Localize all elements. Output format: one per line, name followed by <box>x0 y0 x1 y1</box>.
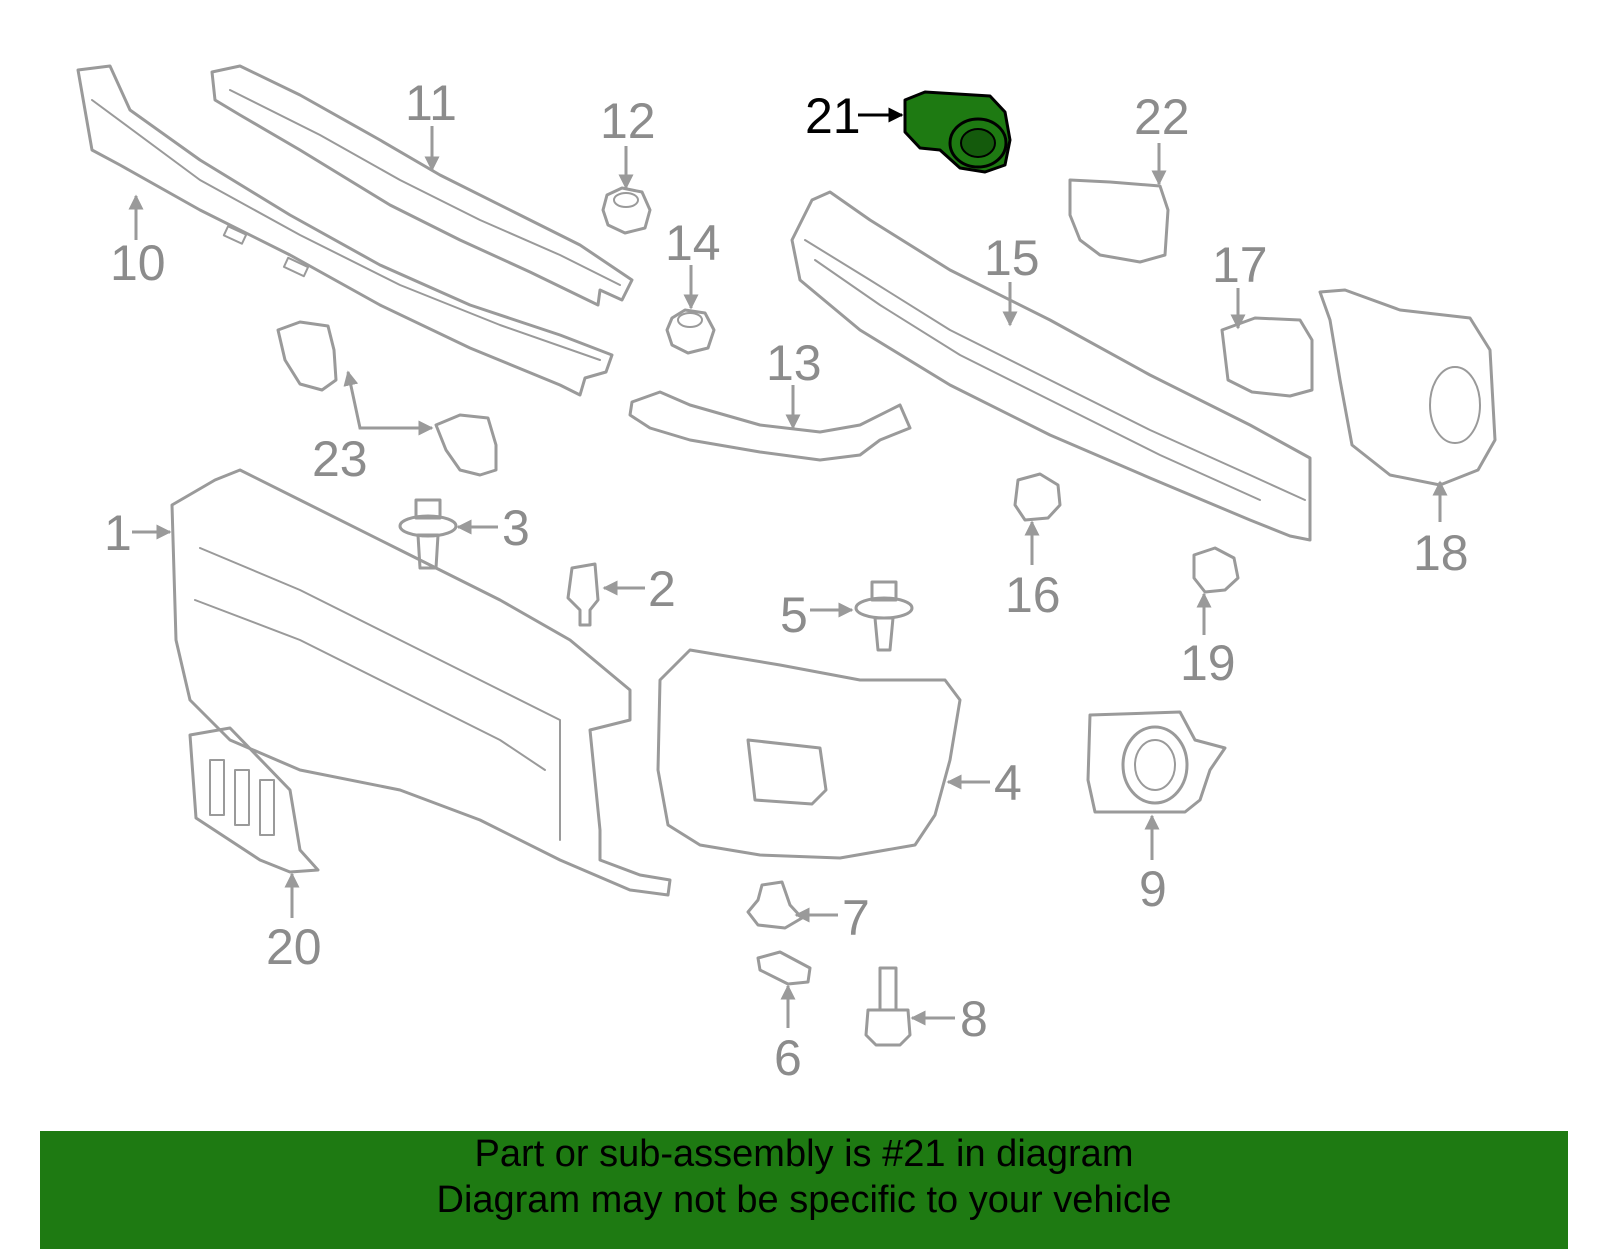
callout-19: 19 <box>1180 635 1236 691</box>
banner-line-1: Part or sub-assembly is #21 in diagram <box>474 1133 1134 1175</box>
part-14-nut[interactable] <box>665 308 716 355</box>
part-22-bracket[interactable] <box>1068 178 1170 264</box>
part-20-plate-bracket[interactable] <box>188 726 320 874</box>
callout-7: 7 <box>842 890 870 946</box>
callout-20: 20 <box>266 919 322 975</box>
part-5-push-clip[interactable] <box>854 580 914 652</box>
callout-11: 11 <box>405 75 457 131</box>
part-8-bolt[interactable] <box>864 966 912 1047</box>
part-16-nut[interactable] <box>1013 472 1062 522</box>
part-3-push-clip[interactable] <box>398 498 458 570</box>
callout-4: 4 <box>994 755 1022 811</box>
callout-15: 15 <box>984 230 1040 286</box>
part-19-nut[interactable] <box>1192 546 1240 594</box>
part-6-plate[interactable] <box>756 950 812 986</box>
callout-10: 10 <box>110 235 166 291</box>
callout-18: 18 <box>1413 525 1469 581</box>
callout-1: 1 <box>104 505 132 561</box>
callout-6: 6 <box>774 1030 802 1086</box>
callout-5: 5 <box>780 587 808 643</box>
part-11-upper-bar[interactable] <box>210 64 634 307</box>
callout-22: 22 <box>1134 89 1190 145</box>
part-17-mount[interactable] <box>1220 316 1314 398</box>
callout-3: 3 <box>502 500 530 556</box>
part-10-reinforcement[interactable] <box>76 64 614 397</box>
callout-14: 14 <box>665 215 721 271</box>
callout-16: 16 <box>1005 567 1061 623</box>
part-12-nut[interactable] <box>601 186 652 235</box>
part-2-clip[interactable] <box>566 562 600 627</box>
callouts: 10 11 12 14 13 15 22 17 18 16 19 23 1 3 … <box>104 75 1469 1086</box>
part-7-clip[interactable] <box>746 880 804 930</box>
part-13-bracket[interactable] <box>628 390 912 462</box>
leader-lines <box>128 107 1448 1028</box>
callout-13: 13 <box>766 335 822 391</box>
part-21-sensor-highlighted[interactable] <box>903 90 1012 174</box>
banner-line-2: Diagram may not be specific to your vehi… <box>436 1179 1172 1221</box>
callout-8: 8 <box>960 991 988 1047</box>
callout-2: 2 <box>648 561 676 617</box>
callout-17: 17 <box>1212 237 1268 293</box>
callout-9: 9 <box>1139 861 1167 917</box>
part-18-side-bracket[interactable] <box>1318 288 1497 487</box>
part-1-center-bumper[interactable] <box>170 468 672 897</box>
part-23-brackets[interactable] <box>276 320 498 477</box>
info-banner: Part or sub-assembly is #21 in diagram D… <box>40 1131 1568 1249</box>
part-4-bumper-end[interactable] <box>656 648 962 860</box>
part-15-bumper-reinforcement[interactable] <box>790 190 1312 542</box>
callout-12: 12 <box>600 93 656 149</box>
callout-21: 21 <box>805 88 861 144</box>
part-9-fog-bezel[interactable] <box>1086 710 1227 814</box>
callout-23: 23 <box>312 431 368 487</box>
